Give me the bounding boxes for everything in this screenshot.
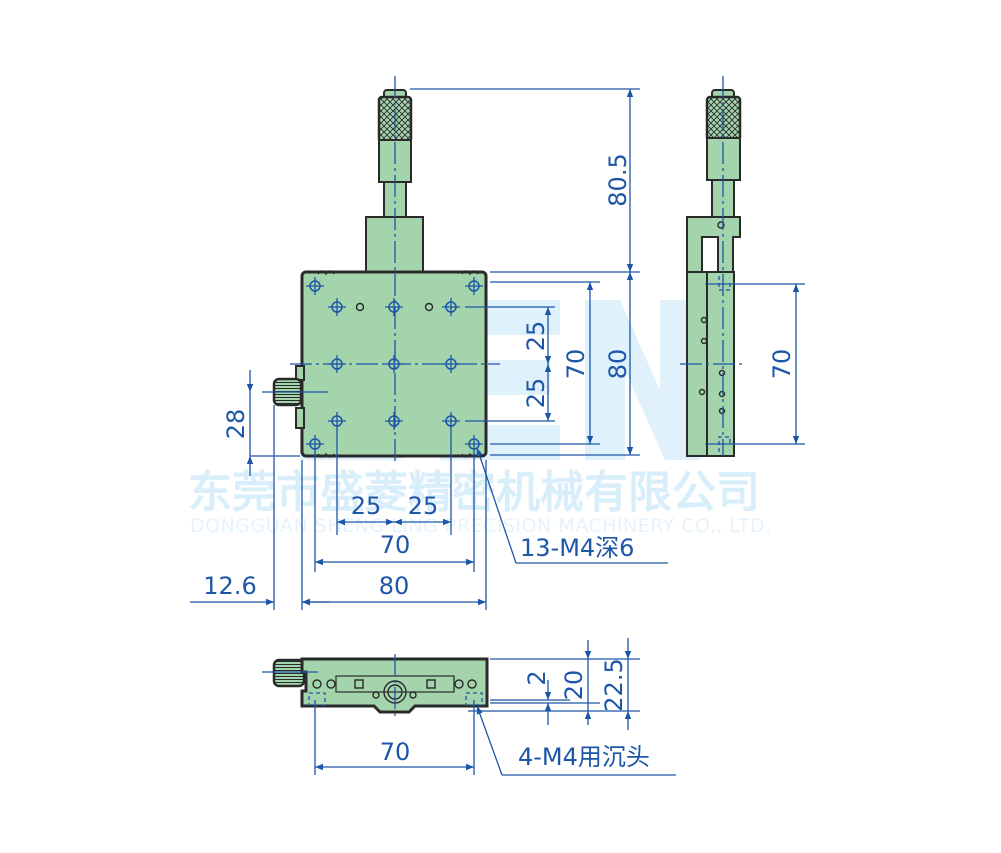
top-view (262, 76, 500, 465)
dim-hole-pitch-upper: 25 (522, 321, 550, 352)
front-view (262, 654, 489, 716)
dim-hole-pitch-right: 25 (408, 492, 439, 520)
dim-hole-pitch-left: 25 (351, 492, 382, 520)
dim-bottom-offset: 2 (523, 670, 551, 685)
dim-hole-pitch-lower: 25 (522, 378, 550, 409)
dim-micrometer-height: 80.5 (604, 153, 632, 206)
dim-hole-span-vertical: 70 (562, 349, 590, 380)
callout-countersunk-holes: 4-M4用沉头 (518, 743, 650, 771)
dim-knob-offset: 28 (222, 409, 250, 440)
dim-total-height: 22.5 (600, 658, 628, 711)
dim-knob-protrusion: 12.6 (203, 572, 256, 600)
dim-table-height: 20 (560, 670, 588, 701)
callout-tapped-holes: 13-M4深6 (520, 534, 634, 562)
side-view-dimensions: 70 (705, 283, 805, 445)
dim-body-height: 80 (604, 349, 632, 380)
top-view-right-dimensions: 80.5 80 70 25 25 (410, 88, 640, 456)
dim-hole-span-horizontal: 70 (380, 531, 411, 559)
top-view-bottom-dimensions: 28 25 25 70 80 12.6 13-M4深6 (190, 370, 668, 610)
dim-body-width: 80 (379, 572, 410, 600)
side-view (680, 76, 742, 457)
watermark-company-en: DONGGUAN SHENG LING PRECISION MACHINERY … (190, 515, 772, 537)
dim-side-mount-span: 70 (768, 349, 796, 380)
front-knob-icon (272, 658, 306, 688)
dim-front-mount-span: 70 (380, 738, 411, 766)
front-view-dimensions: 2 20 22.5 70 4-M4用沉头 (314, 638, 676, 776)
